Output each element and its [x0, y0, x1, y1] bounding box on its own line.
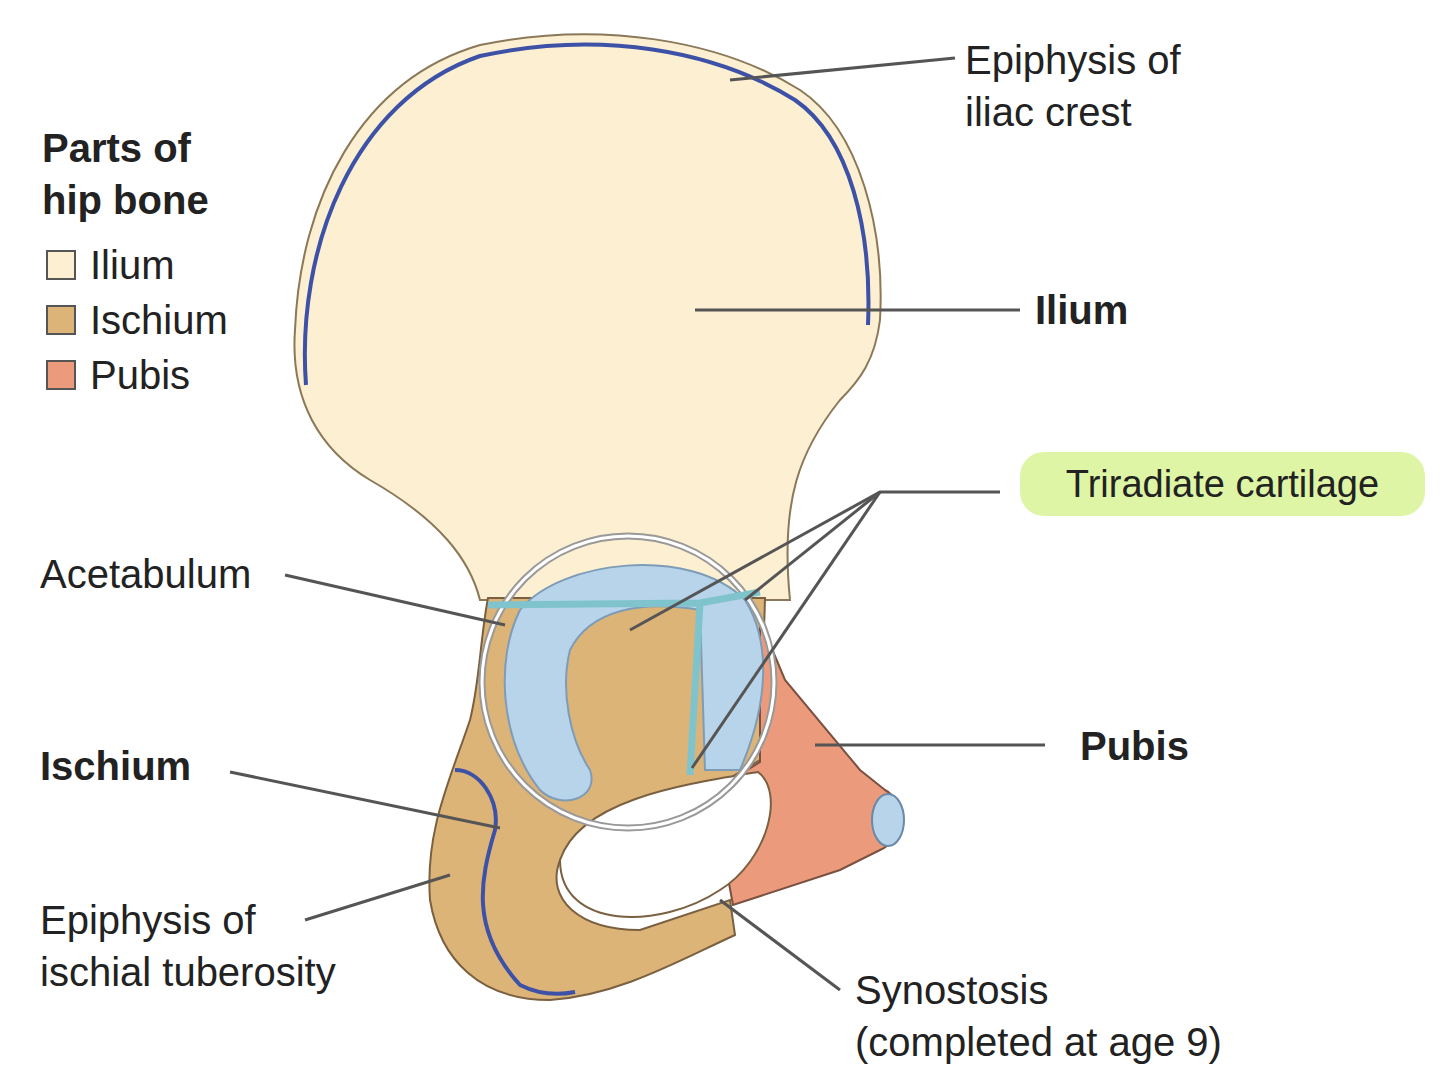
acetabulum-rim-inner	[482, 536, 774, 828]
legend-row: Ilium	[46, 240, 174, 290]
part-label: Epiphysis of iliac crest	[965, 34, 1215, 138]
part-label: Pubis	[1080, 720, 1380, 772]
legend-row: Pubis	[46, 350, 190, 400]
legend-swatch	[46, 250, 76, 280]
part-label: Epiphysis of ischial tuberosity	[40, 894, 350, 998]
obturator-foramen	[560, 772, 771, 917]
highlighted-label: Triradiate cartilage	[1066, 461, 1379, 507]
legend-heading: Parts of hip bone	[42, 122, 242, 226]
iliac-crest-epiphysis	[305, 45, 869, 385]
legend-swatch	[46, 360, 76, 390]
legend-swatch	[46, 305, 76, 335]
leader-lines	[230, 58, 1045, 990]
ilium-shape	[294, 34, 880, 600]
highlight-box: Triradiate cartilage	[1020, 452, 1425, 516]
note-label: Synostosis (completed at age 9)	[855, 964, 1245, 1068]
legend-row: Ischium	[46, 295, 228, 345]
legend-text: Pubis	[90, 350, 190, 400]
ischial-tuberosity-epiphysis	[455, 770, 575, 994]
part-label: Acetabulum	[40, 548, 340, 600]
part-label: Ischium	[40, 740, 340, 792]
pubic-symphysis-cartilage	[872, 794, 904, 846]
triradiate-cartilage-line	[488, 592, 760, 775]
legend-text: Ilium	[90, 240, 174, 290]
legend-text: Ischium	[90, 295, 228, 345]
part-label: Ilium	[1035, 284, 1335, 336]
acetabulum-rim	[482, 536, 774, 828]
